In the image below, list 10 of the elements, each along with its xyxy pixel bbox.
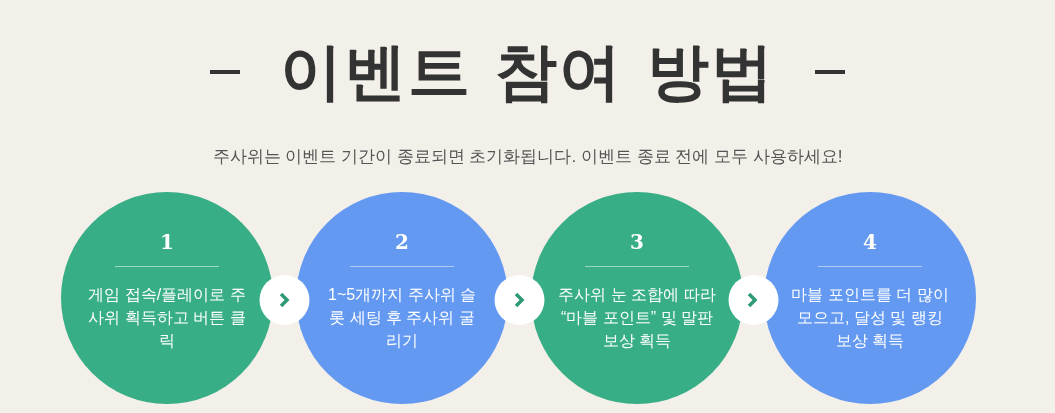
step-description: 마블 포인트를 더 많이 모으고, 달성 및 랭킹 보상 획득	[790, 285, 950, 351]
step-description: 게임 접속/플레이로 주사위 획득하고 버튼 클릭	[87, 285, 247, 351]
step-number: 4	[863, 230, 877, 254]
subtitle: 주사위는 이벤트 기간이 종료되면 초기화됩니다. 이벤트 종료 전에 모두 사용하세요!	[211, 146, 844, 168]
title: 이벤트 참여 방법	[279, 38, 776, 107]
step-number: 3	[630, 230, 644, 254]
step-number: 1	[160, 230, 174, 254]
step-number: 2	[395, 230, 409, 254]
step-description: 주사위 눈 조합에 따라 “마블 포인트” 및 말판 보상 획득	[557, 285, 717, 351]
step-description: 1~5개까지 주사위 슬롯 세팅 후 주사위 굴리기	[327, 285, 477, 351]
